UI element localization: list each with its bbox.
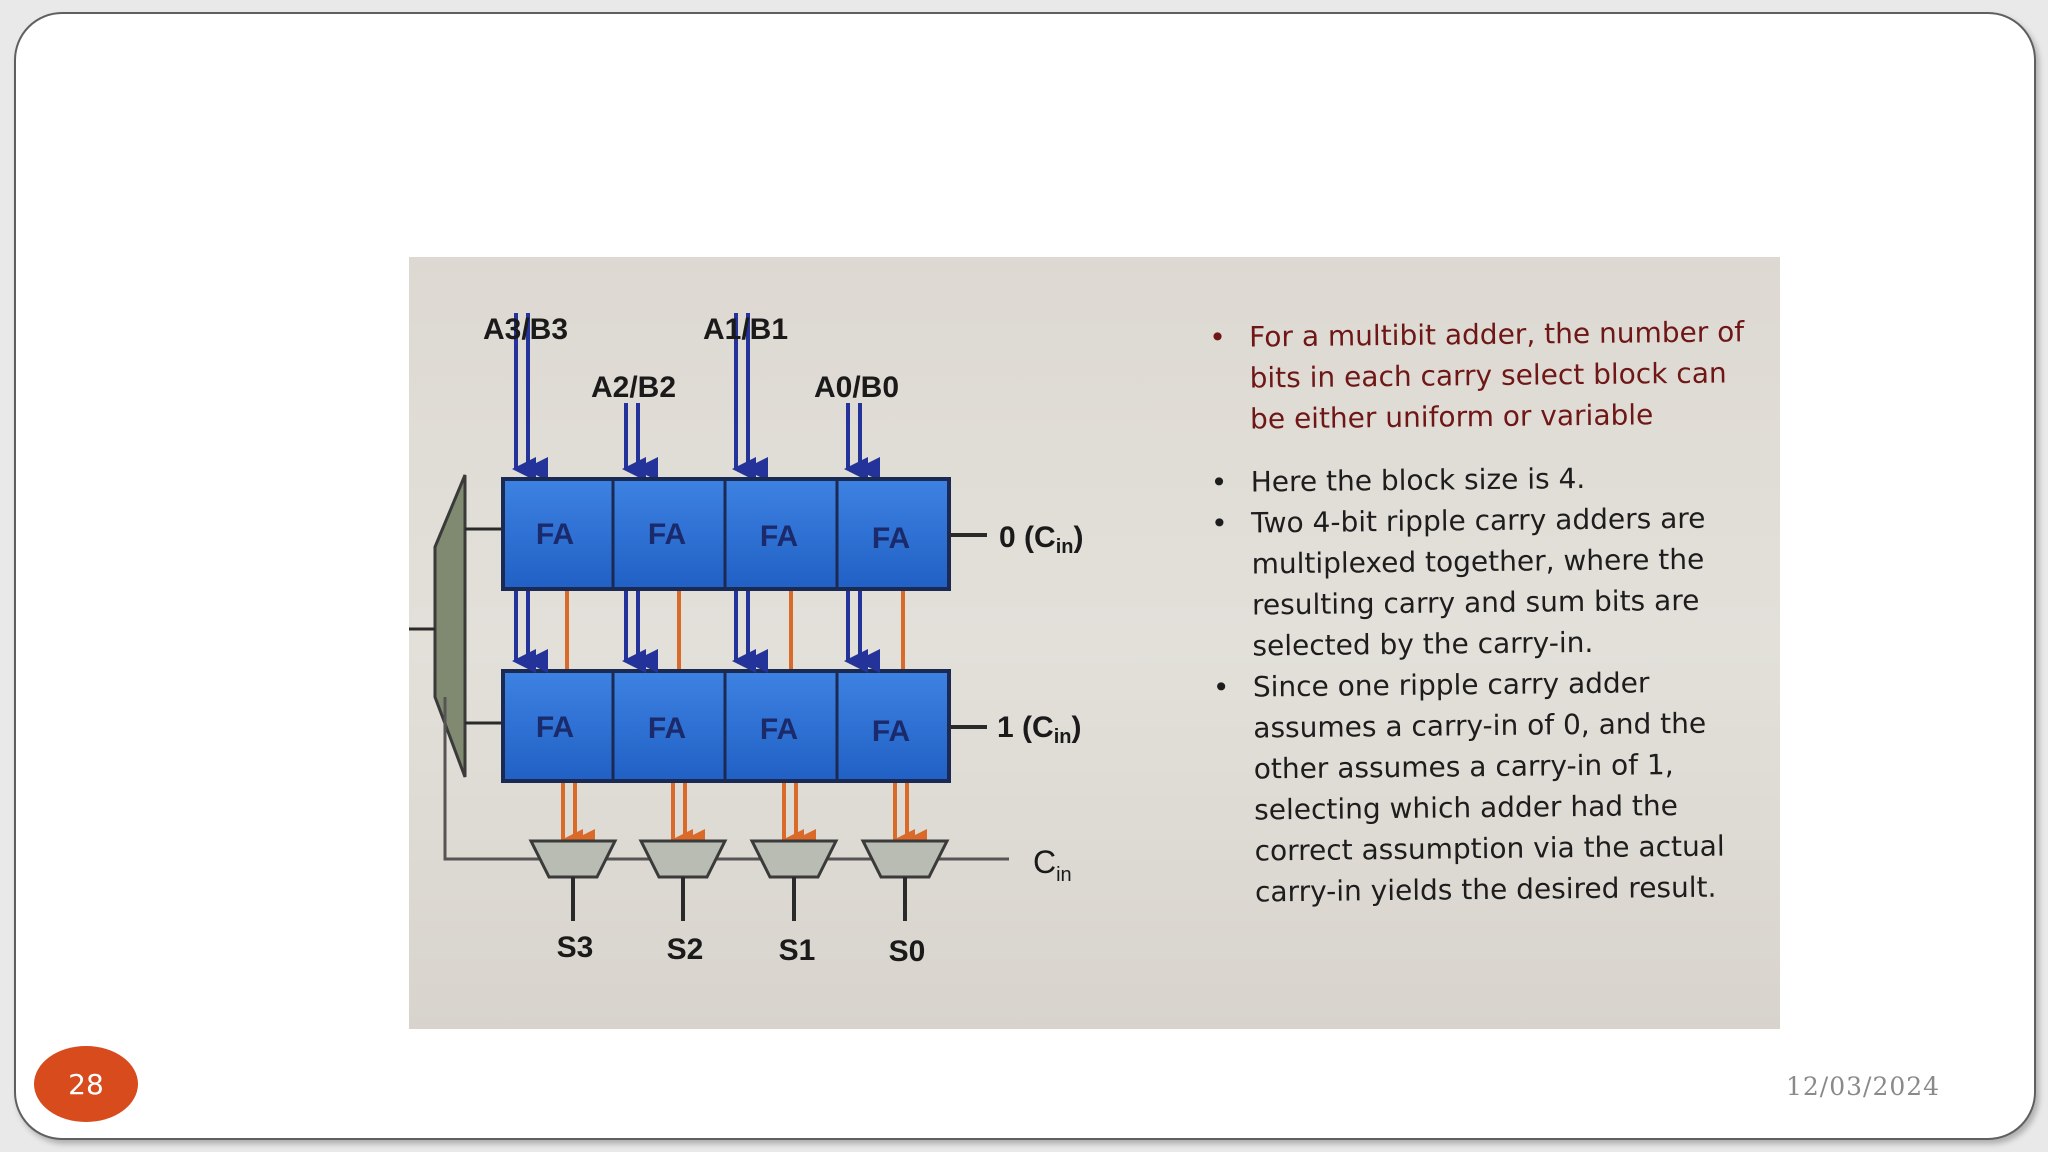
input-label-a1b1: A1/B1 [703,313,788,346]
row0-cin-label: 0 (Cin) [999,521,1083,558]
bullet-list: For a multibit adder, the number of bits… [1199,311,1765,913]
input-label-a2b2: A2/B2 [591,371,676,404]
bullet-item: Since one ripple carry adder assumes a c… [1203,661,1766,913]
bullet-item: Here the block size is 4. [1201,456,1761,503]
page-number-badge: 28 [34,1046,138,1122]
output-mux-1 [749,839,839,879]
output-label-s1: S1 [779,934,816,967]
input-label-a3b3: A3/B3 [483,313,568,346]
output-mux-0 [860,839,950,879]
carry-select-adder-diagram: A3/B3 A2/B2 A1/B1 A0/B0 FA FA FA FA FA F… [409,313,1083,968]
output-label-s0: S0 [889,935,926,968]
slide-date: 12/03/2024 [1786,1072,1941,1101]
fa-cell: FA [648,518,686,551]
output-label-s3: S3 [557,931,594,964]
slide: A3/B3 A2/B2 A1/B1 A0/B0 FA FA FA FA FA F… [14,12,2036,1140]
fa-cell: FA [648,712,686,745]
input-label-a0b0: A0/B0 [814,371,899,404]
fa-cell: FA [760,713,798,746]
bullet-item: For a multibit adder, the number of bits… [1199,311,1760,440]
row1-cin-label: 1 (Cin) [997,711,1081,748]
fa-cell: FA [872,715,910,748]
fa-cell: FA [536,711,574,744]
fa-cell: FA [872,522,910,555]
output-mux-2 [638,839,728,879]
carry-mux [433,474,467,778]
bullet-item: Two 4-bit ripple carry adders are multip… [1201,497,1763,667]
output-label-s2: S2 [667,933,704,966]
cin-label: Cin [1033,844,1072,886]
fa-cell: FA [536,518,574,551]
output-mux-3 [528,839,618,879]
fa-cell: FA [760,520,798,553]
slide-photo: A3/B3 A2/B2 A1/B1 A0/B0 FA FA FA FA FA F… [409,257,1780,1029]
